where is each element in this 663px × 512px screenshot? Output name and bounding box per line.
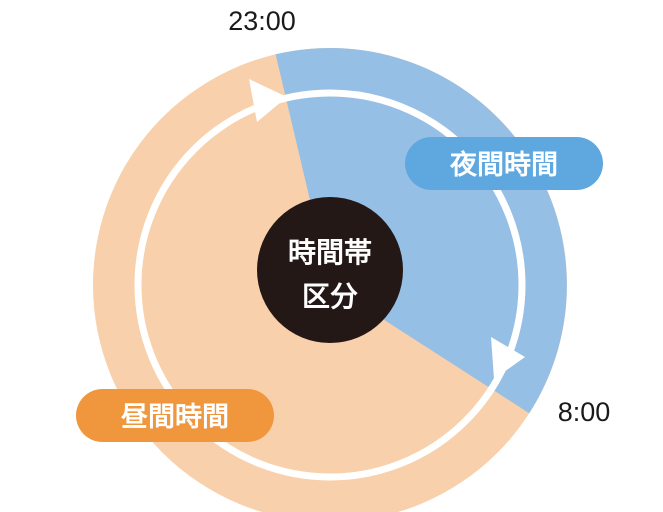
night-label-pill xyxy=(405,137,603,190)
day-label-text: 昼間時間 xyxy=(121,402,229,433)
arrow-head-night-end xyxy=(491,337,525,379)
time-label-8: 8:00 xyxy=(558,397,611,427)
center-circle xyxy=(257,197,403,343)
time-label-23: 23:00 xyxy=(228,6,296,36)
day-label-pill xyxy=(76,389,274,442)
cycle-ring xyxy=(134,89,526,481)
center-title-line2: 区分 xyxy=(302,280,358,313)
arrow-head-night-start xyxy=(249,79,287,122)
night-label-text: 夜間時間 xyxy=(449,149,558,181)
center-title-line1: 時間帯 xyxy=(288,236,372,269)
